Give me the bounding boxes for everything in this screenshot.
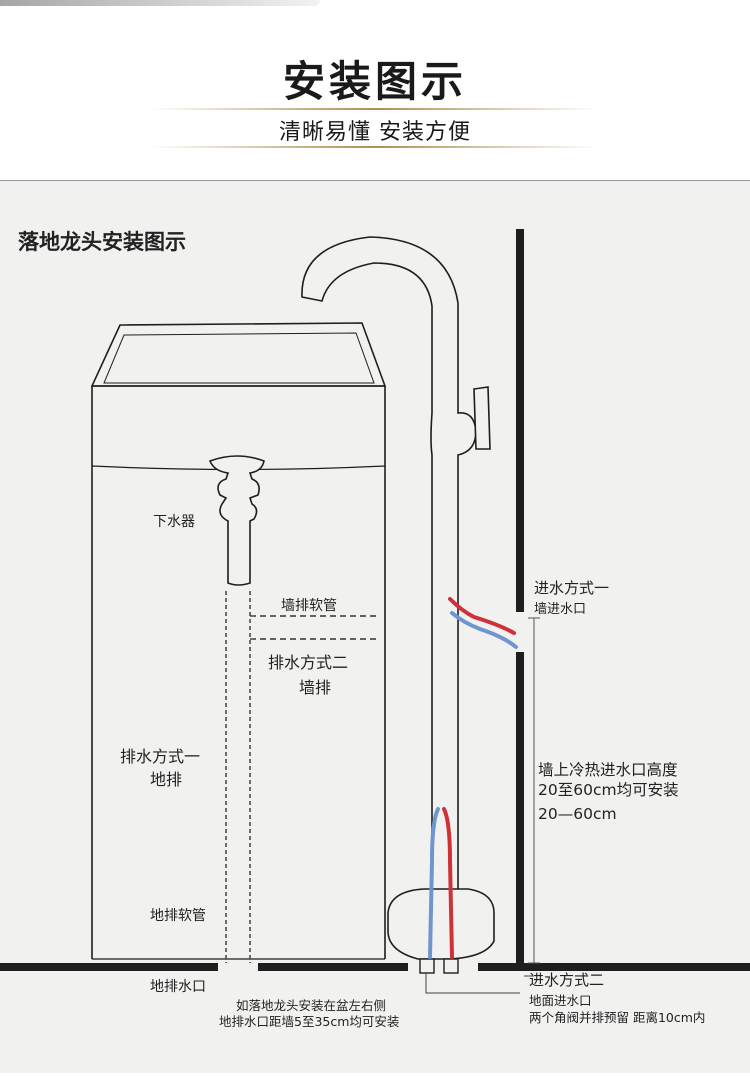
basin-cabinet — [90, 322, 387, 960]
label-floor-drain: 地排 — [150, 770, 182, 789]
leader-lines — [425, 973, 534, 994]
wall-drain-hose — [250, 615, 380, 640]
label-floor-outlet: 地排水口 — [150, 979, 206, 995]
label-note-line2: 地排水口距墙5至35cm均可安装 — [219, 1014, 399, 1029]
faucet — [301, 236, 495, 960]
page-title: 安装图示 — [282, 57, 467, 106]
label-height-range: 20—60cm — [538, 805, 617, 823]
hot-pipe-wall — [448, 597, 516, 635]
divider-bottom — [150, 146, 600, 148]
installation-diagram: 落地龙头安装图示 — [0, 229, 750, 1029]
top-shadow — [0, 0, 320, 6]
floor-inlet-valves — [419, 958, 459, 974]
label-drain-fitting: 下水器 — [153, 514, 195, 530]
label-floor-hose: 地排软管 — [150, 908, 206, 924]
label-floor-inlet: 地面进水口 — [529, 993, 592, 1008]
wall — [516, 229, 524, 970]
drain-fitting — [208, 455, 265, 586]
diagram-title: 落地龙头安装图示 — [18, 230, 186, 254]
label-height-line2: 20至60cm均可安装 — [538, 781, 679, 799]
floor-line — [0, 963, 750, 971]
cold-pipe-wall — [450, 611, 518, 649]
label-drain-method-one: 排水方式一 — [120, 747, 200, 766]
diagram-panel: 落地龙头安装图示 — [0, 180, 750, 1073]
label-valves-note: 两个角阀并排预留 距离10cm内 — [529, 1010, 705, 1025]
label-wall-inlet: 墙进水口 — [534, 602, 586, 617]
hot-pipe-floor — [442, 807, 454, 959]
floor-drain-hose — [225, 591, 251, 963]
label-inlet-method-two: 进水方式二 — [529, 971, 604, 989]
label-inlet-method-one: 进水方式一 — [534, 579, 609, 597]
label-note-line1: 如落地龙头安装在盆左右侧 — [236, 998, 386, 1013]
label-wall-hose: 墙排软管 — [281, 598, 337, 614]
page-subtitle: 清晰易懂 安装方便 — [279, 120, 471, 145]
divider-top — [150, 108, 600, 110]
label-drain-method-two: 排水方式二 — [268, 653, 348, 672]
height-dimension — [528, 617, 540, 964]
label-height-line1: 墙上冷热进水口高度 — [538, 761, 678, 779]
label-wall-drain: 墙排 — [299, 678, 331, 697]
cold-pipe-floor — [428, 807, 440, 959]
